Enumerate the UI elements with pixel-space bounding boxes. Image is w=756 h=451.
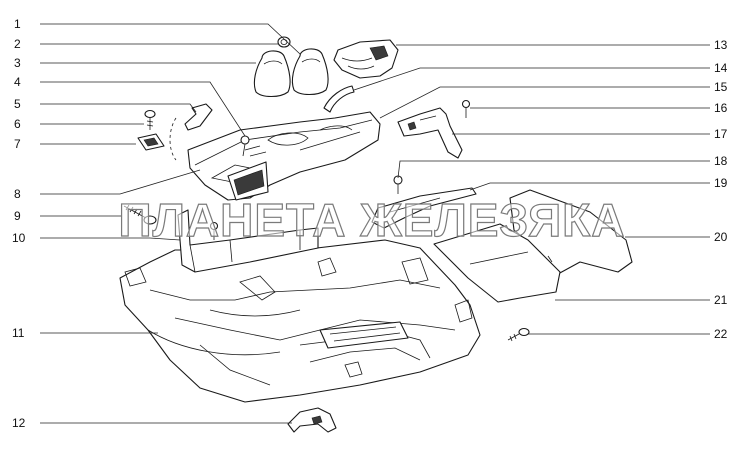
callout-15: 15	[714, 80, 728, 94]
tunnel-carpet-part	[177, 209, 319, 273]
boot-3-right-part	[291, 48, 329, 96]
mat-21-part	[433, 223, 561, 303]
assembly-arc	[169, 117, 177, 161]
callout-17: 17	[714, 127, 728, 141]
callout-13: 13	[714, 38, 728, 52]
callout-6: 6	[14, 117, 21, 131]
callout-5: 5	[14, 97, 21, 111]
callout-19: 19	[714, 176, 728, 190]
callout-3: 3	[14, 56, 21, 70]
callout-1: 1	[14, 17, 21, 31]
callout-9: 9	[14, 209, 21, 223]
callout-10: 10	[12, 231, 26, 245]
callout-11: 11	[12, 326, 25, 340]
callout-2: 2	[14, 37, 21, 51]
bracket-17-part	[397, 107, 463, 159]
floor-carpet-part	[119, 239, 481, 403]
callout-7: 7	[14, 137, 21, 151]
callout-labels: 1 2 3 4 5 6 7 8 9 10 11 12 13 14 15 16 1…	[12, 17, 728, 430]
bracket-12-part	[287, 407, 337, 433]
screw-9-part	[123, 204, 157, 225]
callout-12: 12	[12, 416, 26, 430]
clip-7-part	[137, 133, 165, 151]
callout-20: 20	[714, 230, 728, 244]
screw-18-part	[393, 175, 403, 194]
callout-4: 4	[14, 75, 21, 89]
panel-13-part	[333, 39, 399, 79]
callout-18: 18	[714, 154, 728, 168]
watermark-text: ПЛАНЕТА ЖЕЛЕЗЯКА	[119, 194, 626, 246]
callout-22: 22	[714, 327, 728, 341]
callout-21: 21	[714, 293, 728, 307]
bracket-5-part	[184, 103, 213, 131]
trim-19-part	[371, 187, 477, 229]
tunnel-screw-part	[209, 221, 219, 240]
center-console-part	[187, 111, 381, 201]
callout-14: 14	[714, 61, 728, 75]
seal-14-part	[323, 85, 355, 113]
boot-3-left-part	[253, 50, 291, 98]
screw-6-part	[144, 109, 156, 130]
screw-22-part	[507, 327, 530, 342]
leader-lines	[40, 23, 710, 424]
screw-16-part	[461, 99, 471, 118]
callout-16: 16	[714, 101, 728, 115]
callout-8: 8	[14, 187, 21, 201]
